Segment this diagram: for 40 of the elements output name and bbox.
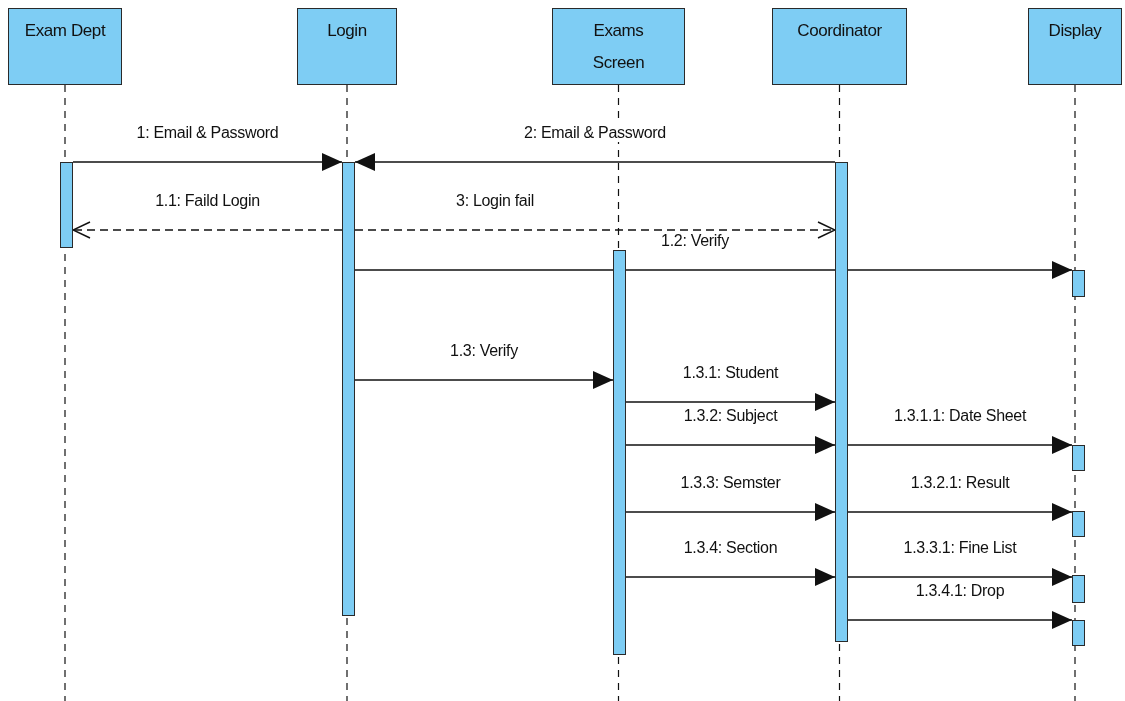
activation-bar <box>835 162 848 642</box>
message-label: 2: Email & Password <box>522 124 668 142</box>
message-label: 1.3.4.1: Drop <box>913 582 1007 600</box>
message-arrow <box>625 503 836 521</box>
message-arrow <box>354 153 836 171</box>
message-label: 3: Login fail <box>454 192 536 210</box>
lifeline-head-box <box>552 8 685 85</box>
activation-bar <box>60 162 73 248</box>
message-label: 1.1: Faild Login <box>153 192 262 210</box>
message-label: 1.3: Verify <box>448 342 520 360</box>
lifeline-name: Login <box>327 20 367 42</box>
message-arrow <box>354 221 836 239</box>
message-arrow <box>847 436 1073 454</box>
activation-bar <box>1072 445 1085 471</box>
message-label: 1.2: Verify <box>659 232 731 250</box>
activation-bar <box>613 250 626 655</box>
lifeline-head-box <box>1028 8 1122 85</box>
activation-bar <box>1072 620 1085 646</box>
message-label: 1.3.2: Subject <box>681 407 780 425</box>
message-arrow <box>72 221 343 239</box>
activation-bar <box>1072 511 1085 537</box>
lifeline-name: Display <box>1048 20 1102 42</box>
message-arrow <box>354 371 614 389</box>
lifeline-head-box <box>297 8 397 85</box>
message-arrow <box>847 611 1073 629</box>
lifeline-head-box <box>8 8 122 85</box>
activation-bar <box>1072 270 1085 297</box>
message-arrow <box>625 393 836 411</box>
message-arrow <box>625 568 836 586</box>
activation-bar <box>342 162 355 616</box>
message-arrow <box>625 436 836 454</box>
lifeline-name: Exam Dept <box>24 20 106 42</box>
lifeline-head-box <box>772 8 907 85</box>
lifeline-name: Exams Screen <box>591 20 646 74</box>
activation-bar <box>1072 575 1085 603</box>
message-arrow <box>72 153 343 171</box>
message-arrow <box>354 261 1073 279</box>
message-arrow <box>847 568 1073 586</box>
lifeline-name: Coordinator <box>797 20 882 42</box>
message-arrow <box>847 503 1073 521</box>
